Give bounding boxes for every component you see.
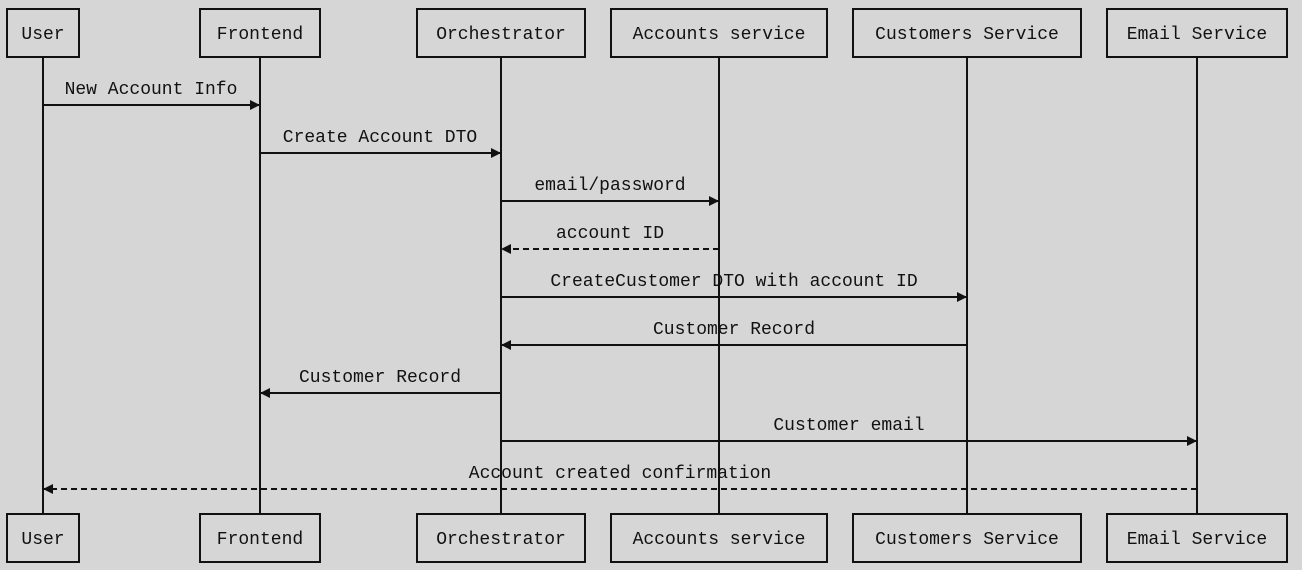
participant-box [1106,8,1288,58]
participant-box [6,8,80,58]
participant-box [852,513,1082,563]
participant-label: User [21,530,64,550]
participant-box [6,513,80,563]
participant-email-service-top: Email Service [1106,8,1288,58]
participant-box [610,513,828,563]
participant-label: Accounts service [633,25,806,45]
participant-label: Frontend [217,25,303,45]
lifelines [42,57,1198,514]
participant-user-top: User [6,8,80,58]
participant-box [416,8,586,58]
participant-box [1106,513,1288,563]
message-label: New Account Info [65,80,238,100]
participant-label: Orchestrator [436,530,566,550]
participant-label: Email Service [1127,530,1267,550]
participant-frontend-bottom: Frontend [199,513,321,563]
participant-orchestrator-top: Orchestrator [416,8,586,58]
message: Create Account DTO [260,128,501,158]
message: account ID [501,224,719,254]
participant-box [416,513,586,563]
message: Customer Record [260,368,501,398]
message: Customer Record [501,320,967,350]
participant-label: Customers Service [875,25,1059,45]
message: Account created confirmation [43,464,1197,494]
participant-box [852,8,1082,58]
participant-box [199,8,321,58]
message-label: CreateCustomer DTO with account ID [550,272,917,292]
participant-frontend-top: Frontend [199,8,321,58]
participants-top: User Frontend Orchestrator Accounts serv… [6,8,1288,58]
participant-label: Frontend [217,530,303,550]
participant-label: Orchestrator [436,25,566,45]
participant-customers-service-top: Customers Service [852,8,1082,58]
message-label: Customer Record [299,368,461,388]
message-label: Create Account DTO [283,128,477,148]
message-label: Customer email [773,416,924,436]
message-label: account ID [556,224,664,244]
message: Customer email [501,416,1197,446]
participants-bottom: User Frontend Orchestrator Accounts serv… [6,513,1288,563]
participant-email-service-bottom: Email Service [1106,513,1288,563]
participant-accounts-service-top: Accounts service [610,8,828,58]
participant-customers-service-bottom: Customers Service [852,513,1082,563]
participant-accounts-service-bottom: Accounts service [610,513,828,563]
messages: New Account Info Create Account DTO emai… [43,80,1197,494]
participant-user-bottom: User [6,513,80,563]
participant-box [610,8,828,58]
message: New Account Info [43,80,260,110]
message: email/password [501,176,719,206]
participant-box [199,513,321,563]
participant-label: Customers Service [875,530,1059,550]
message-label: Customer Record [653,320,815,340]
participant-orchestrator-bottom: Orchestrator [416,513,586,563]
message-label: Account created confirmation [469,464,771,484]
participant-label: User [21,25,64,45]
participant-label: Accounts service [633,530,806,550]
message-label: email/password [534,176,685,196]
message: CreateCustomer DTO with account ID [501,272,967,302]
participant-label: Email Service [1127,25,1267,45]
